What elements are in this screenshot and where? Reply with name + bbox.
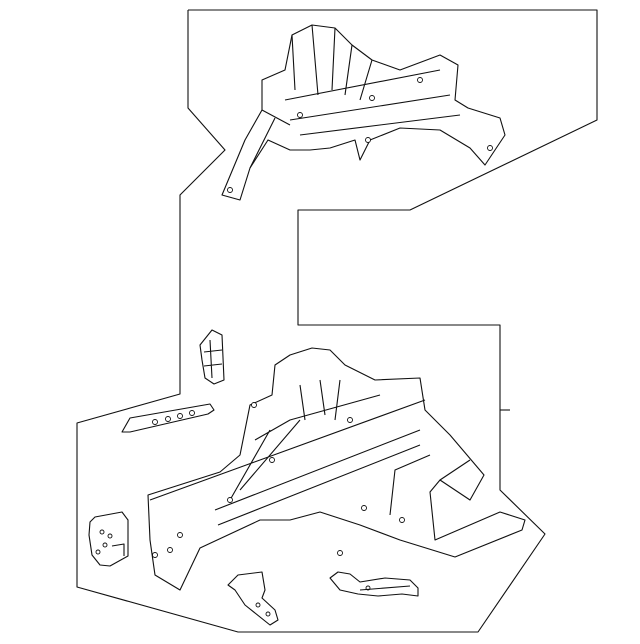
lower-apron-assembly	[147, 347, 526, 591]
upper-group-outline	[76, 9, 598, 633]
curved-bracket	[329, 571, 419, 597]
mount-plate	[88, 511, 129, 567]
lower-bracket	[227, 571, 279, 626]
small-bracket	[199, 329, 225, 385]
upper-apron-assembly	[221, 24, 506, 201]
reinforcement-strip	[121, 403, 215, 433]
